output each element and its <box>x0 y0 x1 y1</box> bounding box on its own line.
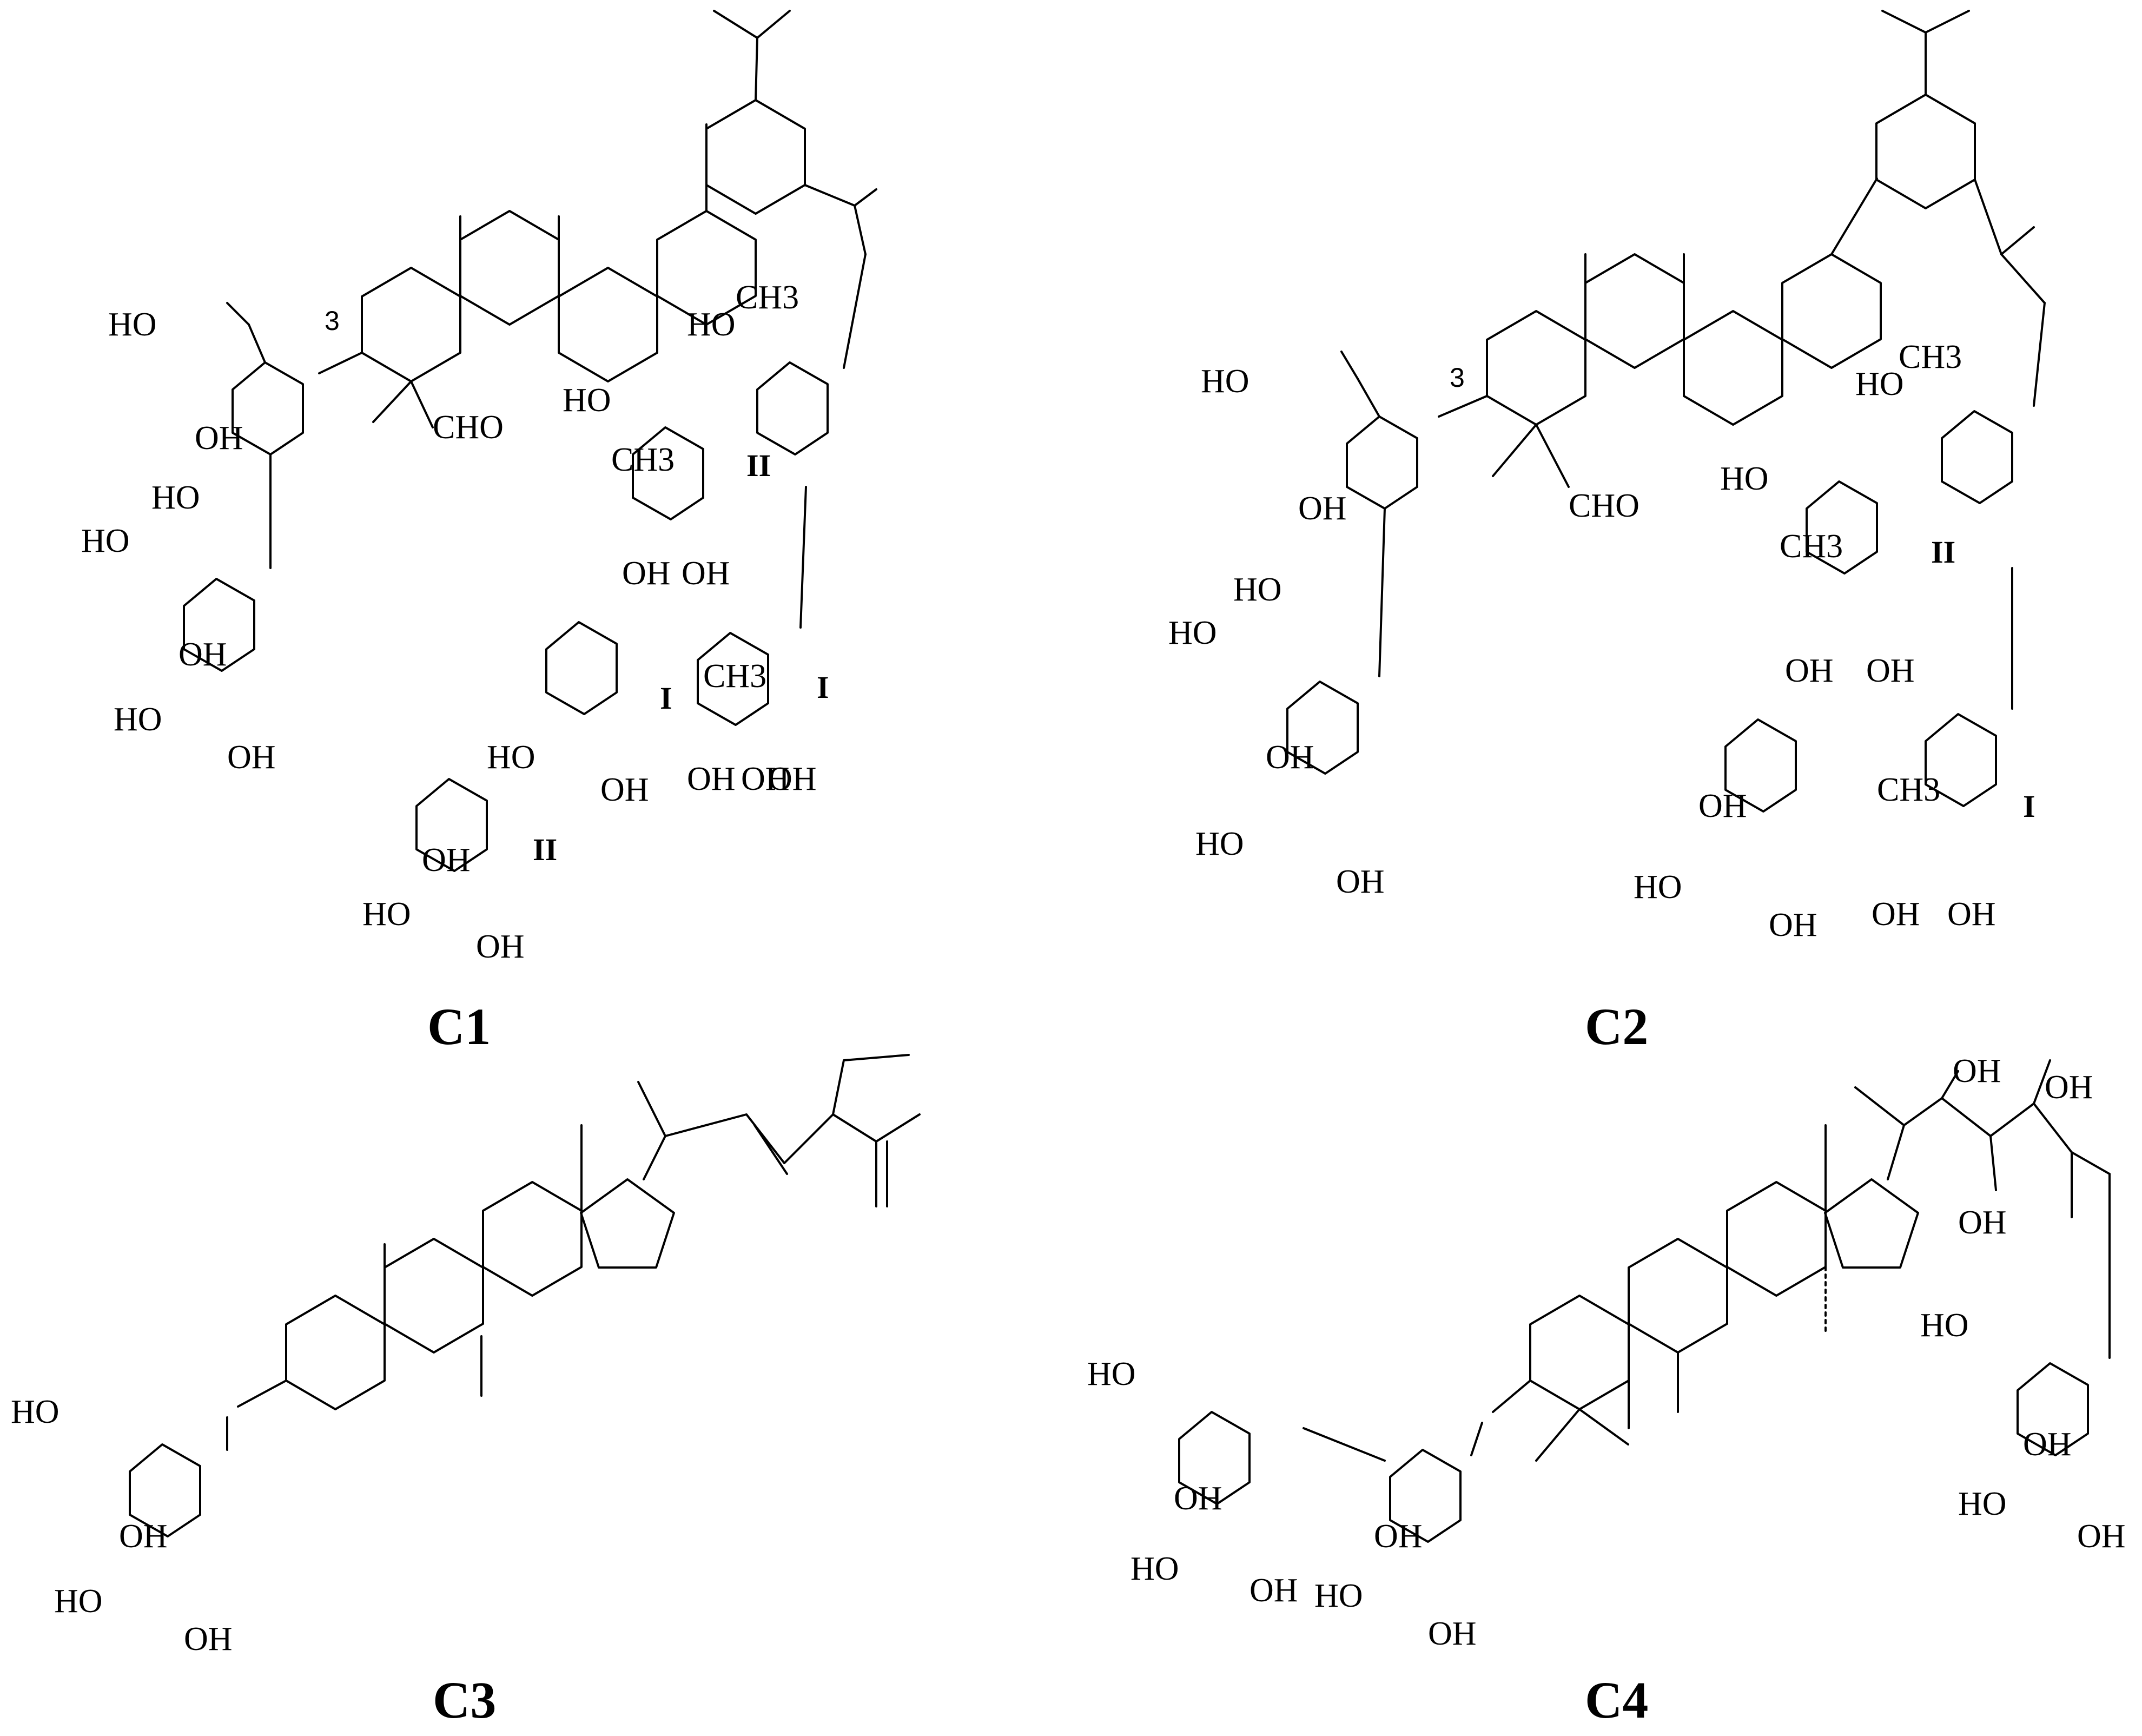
c1-glc-ho6-label: HO <box>81 523 130 559</box>
c1-roman-ii-b: II <box>533 832 557 867</box>
c1-fuc-ch3-label: CH3 <box>611 441 675 478</box>
c1-rha1-ch3-label: CH3 <box>703 658 766 695</box>
c1-roman-i-a: I <box>817 670 829 705</box>
c1-glucose <box>183 453 272 672</box>
c1-xyl1-oh-label: OH <box>600 771 649 808</box>
c1-position-3: 3 <box>325 306 340 336</box>
c2-ga-ho4-label: HO <box>1233 571 1282 608</box>
c3-ho6-label: HO <box>11 1394 60 1430</box>
c4-glucose-side <box>2017 1173 2111 1456</box>
c2-position-3: 3 <box>1450 362 1465 393</box>
c2-glc-ho4-label: HO <box>1195 826 1244 862</box>
c4-glc3-oh2-label: OH <box>2023 1426 2072 1463</box>
c2-rha2-ho-label: HO <box>1855 366 1904 402</box>
c4-oh22-label: OH <box>1953 1053 2001 1090</box>
c2-roman-i: I <box>2023 789 2035 824</box>
c1-xylose-i <box>545 621 618 715</box>
c1-rha2-ch3-label: CH3 <box>736 279 799 316</box>
c1-rha2-ho-label: HO <box>687 306 736 343</box>
c2-rhamnose-i <box>1925 567 2013 807</box>
c1-caption: C1 <box>427 998 491 1055</box>
compound-c3: HO OH HO OH C3 <box>11 1054 921 1729</box>
c2-rha2-ch3-label: CH3 <box>1899 339 1962 375</box>
c2-glc-ho6-label: HO <box>1168 615 1217 651</box>
c2-glc-oh3-label: OH <box>1336 863 1385 900</box>
c2-xyl-oh2-label: OH <box>1769 907 1817 943</box>
c3-oh2-label: OH <box>119 1518 168 1555</box>
c2-glucose <box>1286 507 1386 775</box>
c1-ga-carboxyl-label: HO <box>108 306 157 343</box>
c1-rha1-oh2-label: OH <box>741 761 790 797</box>
c1-xyl1-ho-label: HO <box>487 739 536 776</box>
c1-rhamnose-ii <box>756 253 867 456</box>
c4-glc3-oh3-label: OH <box>2077 1518 2126 1555</box>
c2-ga-oh2-label: OH <box>1298 490 1347 527</box>
c3-glucose <box>129 1416 228 1537</box>
c4-glc2-ho4-label: HO <box>1314 1577 1363 1614</box>
c2-rhamnose-ii <box>1941 302 2046 504</box>
c1-glucuronic-acid <box>226 302 304 456</box>
c2-rha2-oh1-label: OH <box>1785 652 1834 689</box>
c3-ho4-label: HO <box>54 1583 103 1620</box>
c4-oh23-label: OH <box>1958 1204 2007 1241</box>
c2-rha2-oh2-label: OH <box>1866 652 1915 689</box>
c1-fuc-ho-label: HO <box>563 382 611 419</box>
c4-sterol-core <box>1492 1059 2111 1462</box>
c2-fuc-ch3-label: CH3 <box>1780 528 1843 565</box>
c4-glc3-ho6-label: HO <box>1920 1307 1969 1344</box>
c1-ga-oh2-label: OH <box>195 420 243 457</box>
c4-glc2-oh3-label: OH <box>1428 1615 1477 1652</box>
c1-rha1-oh1-label: OH <box>687 761 736 797</box>
c1-rhamnose-i <box>697 486 807 726</box>
c4-caption: C4 <box>1585 1671 1648 1729</box>
c2-aldehyde-label: CHO <box>1569 487 1639 524</box>
c4-oh24-label: OH <box>2045 1069 2093 1106</box>
c4-glc1-ho4-label: HO <box>1130 1550 1179 1587</box>
c1-xyl2-oh2-label: OH <box>476 928 525 965</box>
c1-aldehyde-label: CHO <box>433 409 504 446</box>
c2-xyl-ho-label: HO <box>1634 869 1682 906</box>
c4-glucose-inner <box>1389 1422 1483 1543</box>
c2-rha1-oh2-label: OH <box>1947 896 1996 933</box>
c1-rha2-oh2-label: OH <box>682 555 730 592</box>
compound-c1: 3 CHO HO OH HO HO OH HO OH HO CH3 HO <box>81 10 877 1055</box>
c2-ga-carboxyl-label: HO <box>1201 363 1250 400</box>
c3-caption: C3 <box>433 1671 496 1729</box>
c2-fuc-ho-label: HO <box>1720 460 1769 497</box>
c1-xyl2-ho-label: HO <box>362 896 411 933</box>
c1-glc-oh2-label: OH <box>178 636 227 673</box>
c1-aglycone <box>318 10 877 428</box>
c1-rha1-oh3-label: OH <box>768 761 817 797</box>
c2-glucuronic-acid <box>1340 351 1418 510</box>
c2-roman-ii: II <box>1931 534 1955 570</box>
c2-glc-oh2-label: OH <box>1266 739 1314 776</box>
c2-rha1-ch3-label: CH3 <box>1877 771 1940 808</box>
c3-oh3-label: OH <box>184 1621 233 1658</box>
c1-ga-ho4-label: HO <box>151 479 200 516</box>
c4-glc1-oh2-label: OH <box>1174 1480 1222 1517</box>
c4-glc3-ho4-label: HO <box>1958 1486 2007 1522</box>
c2-caption: C2 <box>1585 998 1648 1055</box>
c1-xyl2-oh-label: OH <box>422 842 471 879</box>
c2-aglycone <box>1438 10 2046 488</box>
c4-glucose-outer <box>1178 1411 1386 1505</box>
c2-xyl-oh-label: OH <box>1698 788 1747 824</box>
c4-glc1-oh3-label: OH <box>1250 1572 1298 1609</box>
c1-glc-ho4-label: HO <box>114 701 162 738</box>
c1-glc-oh3-label: OH <box>227 739 276 776</box>
compound-c2: 3 CHO HO OH HO HO OH HO OH HO CH3 HO CH3… <box>1168 10 2046 1055</box>
c4-glc2-oh2-label: OH <box>1374 1518 1423 1555</box>
c1-rha2-oh1-label: OH <box>622 555 671 592</box>
compound-c4: OH OH OH OH HO OH HO OH HO OH HO OH HO O… <box>1087 1053 2126 1729</box>
c1-roman-i-b: I <box>660 681 672 716</box>
c4-glc1-ho6-label: HO <box>1087 1356 1136 1392</box>
c1-roman-ii-a: II <box>746 448 771 483</box>
c3-sterol-core <box>237 1054 921 1410</box>
c2-rha1-oh1-label: OH <box>1872 896 1920 933</box>
